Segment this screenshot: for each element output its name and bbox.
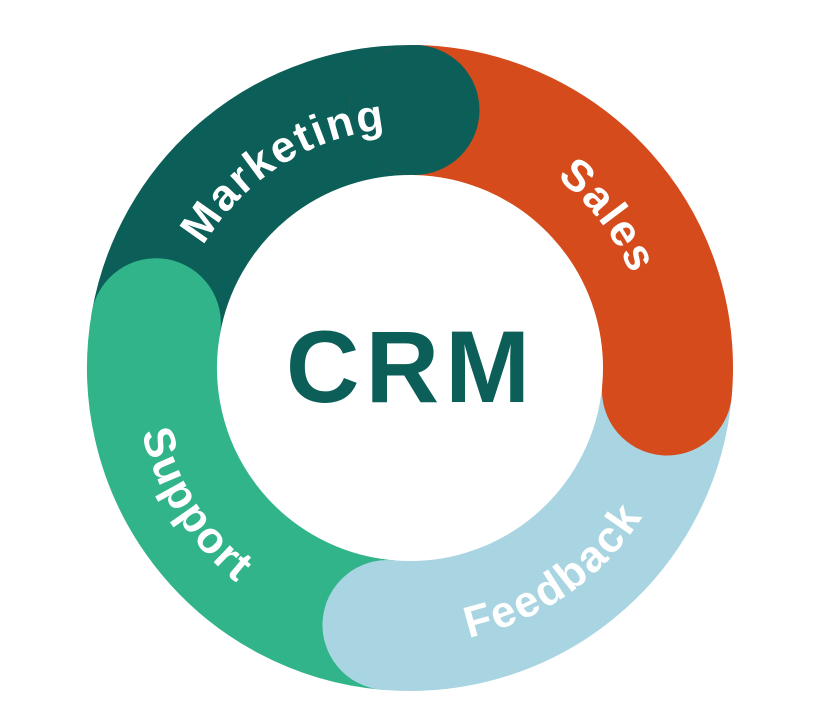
segment-cap-marketing [349, 45, 480, 175]
center-title: CRM [286, 310, 536, 424]
